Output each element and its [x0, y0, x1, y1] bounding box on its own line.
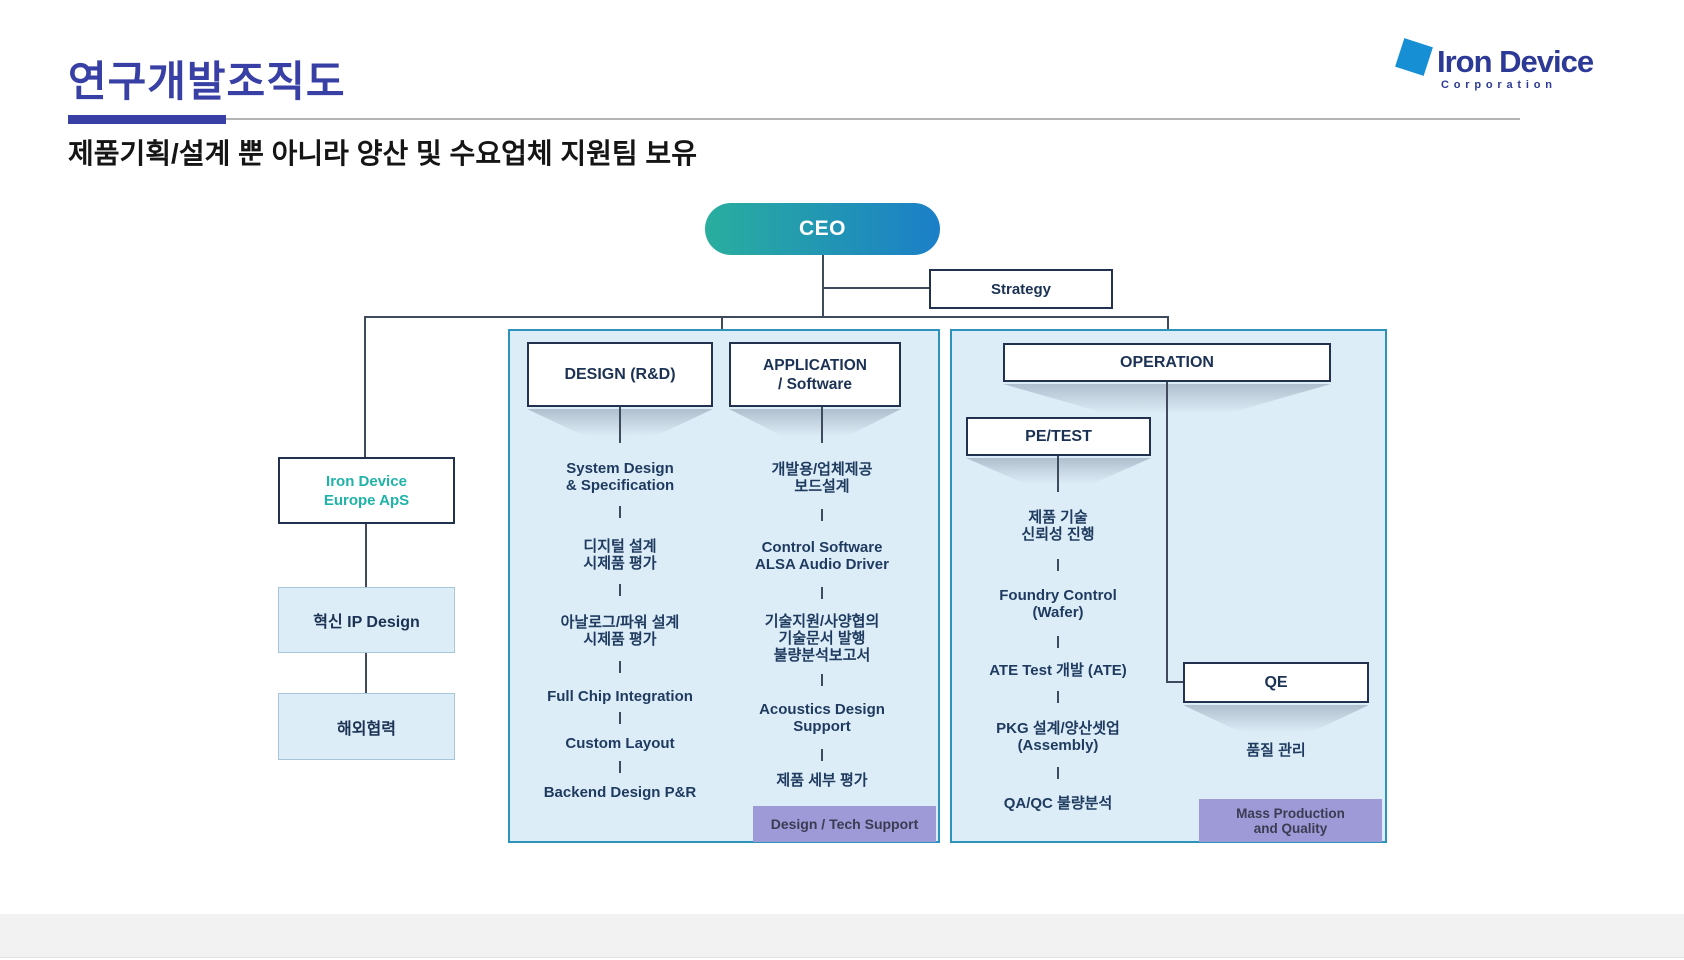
design-item: 아날로그/파워 설계 시제품 평가 [560, 614, 680, 648]
connector-tick [619, 584, 621, 596]
connector-tick [821, 587, 823, 599]
design-header-box: DESIGN (R&D) [527, 342, 713, 407]
mass-production-tag: Mass Production and Quality [1199, 799, 1382, 842]
pe-test-item: ATE Test 개발 (ATE) [989, 662, 1127, 679]
connector-line [365, 524, 367, 587]
ceo-node: CEO [705, 203, 940, 255]
pe-test-item: QA/QC 불량분석 [1003, 795, 1113, 812]
application-item: Control Software ALSA Audio Driver [755, 539, 889, 573]
connector-tick [821, 674, 823, 686]
qe-header-box: QE [1183, 662, 1369, 703]
qe-item: 품질 관리 [1246, 742, 1306, 759]
application-item: 개발용/업체제공 보드설계 [771, 461, 873, 495]
header-rule-accent [68, 115, 226, 124]
connector-line [364, 316, 1168, 318]
connector-line [1166, 382, 1168, 682]
connector-line [822, 287, 929, 289]
connector-tick [1057, 636, 1059, 648]
connector-tick [1057, 691, 1059, 703]
page-subtitle: 제품기획/설계 뿐 아니라 양산 및 수요업체 지원팀 보유 [68, 138, 697, 169]
design-application-panel [508, 329, 940, 843]
footer-band [0, 914, 1684, 958]
application-header-box: APPLICATION / Software [729, 342, 901, 407]
design-item: Backend Design P&R [543, 784, 697, 801]
connector-line [364, 316, 366, 457]
design-item: Full Chip Integration [547, 688, 693, 705]
strategy-box: Strategy [929, 269, 1113, 309]
connector-line [822, 255, 824, 317]
connector-tick [619, 761, 621, 773]
connector-line [721, 316, 723, 330]
connector-line [1057, 456, 1059, 492]
operation-header-box: OPERATION [1003, 343, 1331, 382]
design-tech-support-tag: Design / Tech Support [753, 806, 936, 842]
page-title: 연구개발조직도 [68, 58, 346, 105]
header-rule [68, 118, 1520, 120]
connector-line [1166, 681, 1184, 683]
pe-test-item: PKG 설계/양산셋업 (Assembly) [996, 720, 1120, 754]
connector-tick [619, 661, 621, 673]
overseas-box: 해외협력 [278, 693, 455, 760]
connector-line [365, 653, 367, 693]
pe-test-header-box: PE/TEST [966, 417, 1151, 456]
connector-line [821, 407, 823, 443]
connector-tick [821, 509, 823, 521]
connector-tick [1057, 767, 1059, 779]
pe-test-item: 제품 기술 신뢰성 진행 [1021, 509, 1095, 543]
application-item: Acoustics Design Support [759, 701, 885, 735]
design-item: System Design & Specification [565, 460, 675, 494]
ip-design-box: 혁신 IP Design [278, 587, 455, 653]
operation-panel [950, 329, 1387, 843]
design-item: 디지털 설계 시제품 평가 [583, 538, 657, 572]
logo-name: Iron Device [1437, 44, 1594, 79]
connector-line [619, 407, 621, 443]
design-item: Custom Layout [565, 735, 675, 752]
connector-tick [1057, 559, 1059, 571]
connector-tick [821, 749, 823, 761]
connector-tick [619, 712, 621, 724]
connector-tick [619, 506, 621, 518]
logo-diamond-icon [1395, 38, 1433, 76]
pe-test-item: Foundry Control (Wafer) [999, 587, 1117, 621]
europe-aps-box: Iron Device Europe ApS [278, 457, 455, 524]
application-item: 제품 세부 평가 [776, 772, 868, 789]
logo-subname: Corporation [1441, 79, 1557, 91]
application-item: 기술지원/사양협의 기술문서 발행 불량분석보고서 [764, 613, 880, 664]
